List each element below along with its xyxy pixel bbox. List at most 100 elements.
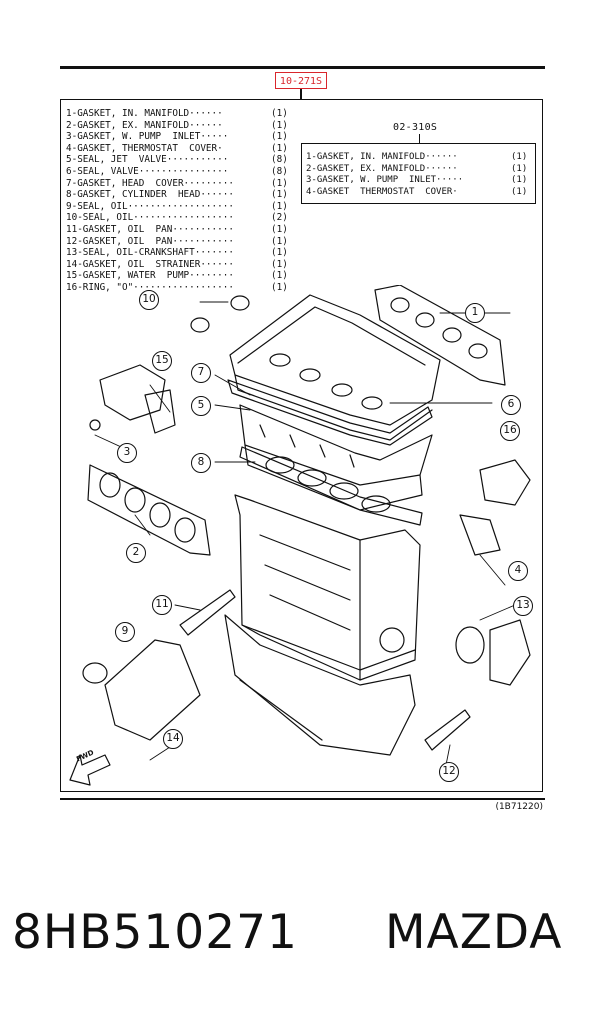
illustration-code: (1B71220) (495, 802, 543, 812)
part-qty: (1) (271, 200, 288, 212)
thermostat-drawing (459, 514, 501, 556)
part-qty: (1) (271, 108, 288, 119)
part-name: 11-GASKET, OIL PAN··········· (66, 223, 234, 235)
fwd-arrow (69, 754, 111, 786)
callout-2: 2 (126, 543, 146, 563)
part-qty: (1) (271, 281, 288, 293)
part-qty: (1) (271, 142, 288, 154)
part-qty: (1) (271, 177, 288, 189)
part-qty: (8) (271, 154, 288, 166)
lower-block-drawing (224, 614, 416, 756)
part-row: 4-GASKET, THERMOSTAT COVER· (1) (66, 143, 301, 155)
subset-part-qty: (1) (511, 163, 528, 174)
distributor-drawing (479, 459, 531, 506)
subset-part-name: 4-GASKET THERMOSTAT COVER· (306, 186, 458, 197)
subset-code-label: 02-310S (393, 122, 438, 133)
part-qty: (1) (271, 270, 288, 282)
part-row: 8-GASKET, CYLINDER HEAD······ (1) (66, 189, 301, 201)
part-row: 5-SEAL, JET VALVE··········· (8) (66, 154, 301, 166)
subset-part-name: 2-GASKET, EX. MANIFOLD······ (306, 163, 458, 174)
part-name: 16-RING, "O"·················· (66, 281, 234, 293)
part-qty: (1) (271, 235, 288, 247)
part-name: 12-GASKET, OIL PAN··········· (66, 235, 234, 247)
callout-10: 10 (139, 290, 159, 310)
subset-part-row: 3-GASKET, W. PUMP INLET····· (1) (306, 175, 535, 187)
oil-pump-drawing (104, 639, 201, 741)
part-row: 2-GASKET, EX. MANIFOLD······(1) (66, 120, 301, 132)
part-name: 8-GASKET, CYLINDER HEAD······ (66, 189, 234, 201)
intake-gasket-drawing (374, 285, 506, 386)
set-code-leader (300, 89, 302, 99)
subset-part-qty: (1) (511, 175, 528, 185)
part-name: 14-GASKET, OIL STRAINER······ (66, 258, 234, 270)
parts-list: 1-GASKET, IN. MANIFOLD······(1)2-GASKET,… (66, 108, 301, 294)
subset-part-qty: (1) (511, 152, 528, 162)
callout-8: 8 (191, 453, 211, 473)
subset-part-qty: (1) (511, 186, 528, 197)
part-name: 4-GASKET, THERMOSTAT COVER· (66, 142, 223, 154)
callout-11: 11 (152, 595, 172, 615)
bottom-rule (60, 798, 545, 800)
callout-14: 14 (163, 729, 183, 749)
subset-part-row: 1-GASKET, IN. MANIFOLD······ (1) (306, 152, 535, 164)
engine-exploded-drawing (69, 285, 531, 786)
oil-pan-gasket-11 (179, 589, 236, 636)
head-cover-drawing (229, 294, 441, 441)
part-qty: (1) (271, 223, 288, 235)
callout-15: 15 (152, 351, 172, 371)
part-row: 7-GASKET, HEAD COVER········· (1) (66, 178, 301, 190)
part-name: 3-GASKET, W. PUMP INLET····· (66, 131, 229, 143)
exhaust-gasket-drawing (87, 464, 211, 556)
water-pump-drawing (89, 364, 176, 434)
part-row: 11-GASKET, OIL PAN··········· (1) (66, 224, 301, 236)
part-row: 14-GASKET, OIL STRAINER······ (1) (66, 259, 301, 271)
set-code-label: 10-271S (275, 72, 327, 89)
callout-6: 6 (501, 395, 521, 415)
part-row: 3-GASKET, W. PUMP INLET····· (1) (66, 131, 301, 143)
oil-seals-drawing (82, 295, 485, 684)
part-qty: (8) (271, 165, 288, 177)
part-row: 1-GASKET, IN. MANIFOLD······ (1) (66, 108, 301, 120)
callout-4: 4 (508, 561, 528, 581)
part-name: 9-SEAL, OIL··················· (66, 200, 234, 212)
top-rule (60, 66, 545, 69)
part-row: 10-SEAL, OIL·················· (2) (66, 212, 301, 224)
part-qty: (1) (271, 119, 288, 131)
part-name: 10-SEAL, OIL·················· (66, 212, 234, 224)
subset-leader (419, 134, 421, 144)
head-gasket-drawing (239, 446, 423, 526)
callout-5: 5 (191, 396, 211, 416)
part-row: 13-SEAL, OIL-CRANKSHAFT·······(1) (66, 247, 301, 259)
part-qty: (1) (271, 131, 288, 143)
subset-part-name: 1-GASKET, IN. MANIFOLD······ (306, 152, 458, 162)
part-row: 6-SEAL, VALVE················ (8) (66, 166, 301, 178)
callout-12: 12 (439, 762, 459, 782)
part-row: 15-GASKET, WATER PUMP········ (1) (66, 270, 301, 282)
part-name: 1-GASKET, IN. MANIFOLD······ (66, 108, 223, 119)
diagram-frame (60, 99, 543, 792)
callout-3: 3 (117, 443, 137, 463)
part-name: 6-SEAL, VALVE················ (66, 165, 229, 177)
part-name: 7-GASKET, HEAD COVER········· (66, 177, 234, 189)
head-cover-gasket-drawing (227, 379, 433, 446)
part-name: 15-GASKET, WATER PUMP········ (66, 270, 234, 282)
rear-cover-drawing (489, 619, 531, 686)
callout-9: 9 (115, 622, 135, 642)
part-qty: (1) (271, 247, 288, 259)
oil-pan-gasket-12 (424, 709, 471, 751)
subset-part-row: 4-GASKET THERMOSTAT COVER· (1) (306, 187, 535, 199)
callout-16: 16 (500, 421, 520, 441)
callout-13: 13 (513, 596, 533, 616)
part-qty: (2) (271, 212, 288, 224)
subset-list-box: 1-GASKET, IN. MANIFOLD······ (1) 2-GASKET,… (301, 143, 536, 204)
subset-part-name: 3-GASKET, W. PUMP INLET····· (306, 175, 464, 185)
part-name: 5-SEAL, JET VALVE··········· (66, 154, 229, 166)
part-qty: (1) (271, 189, 288, 201)
part-qty: (1) (271, 258, 288, 270)
part-row: 12-GASKET, OIL PAN··········· (1) (66, 236, 301, 248)
part-row: 9-SEAL, OIL··················· (1) (66, 201, 301, 213)
part-number: 8HB510271 (12, 905, 298, 960)
part-row: 16-RING, "O"·················· (1) (66, 282, 301, 294)
cylinder-head-drawing (239, 404, 433, 511)
